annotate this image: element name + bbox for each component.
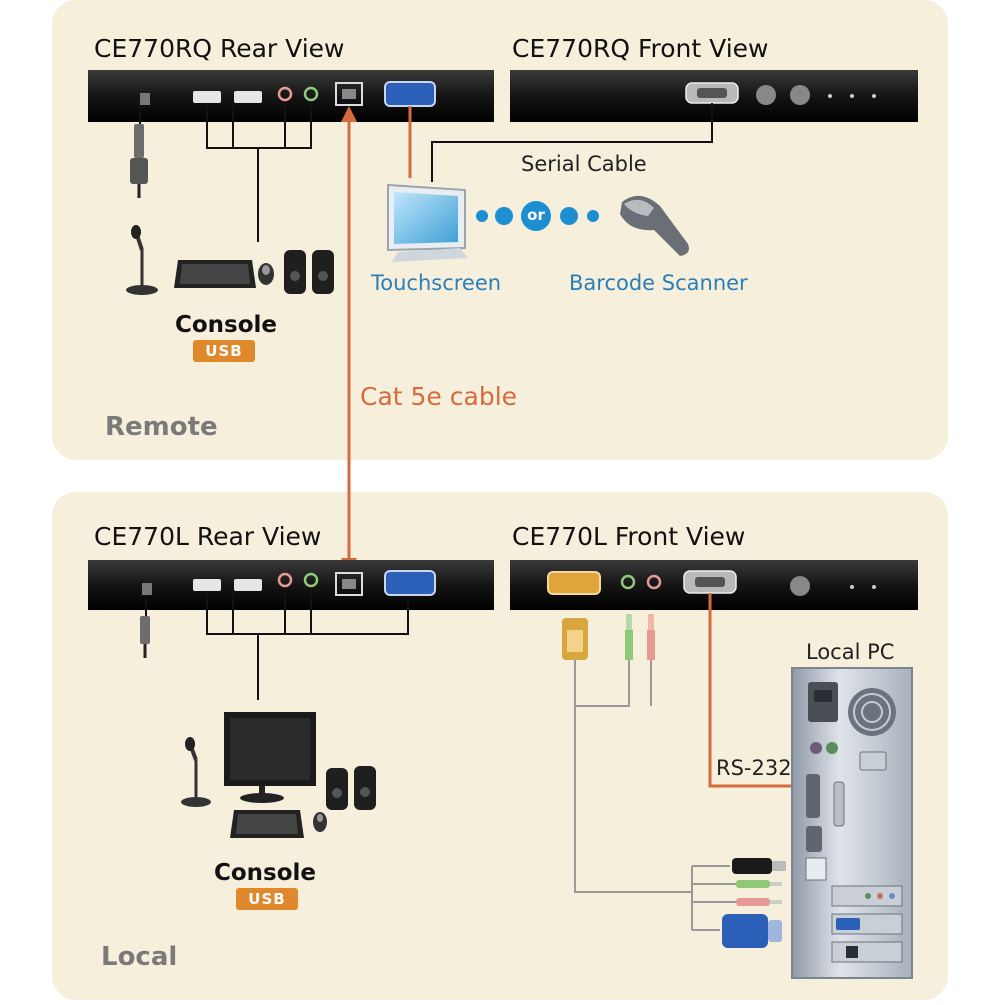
vga-connector-icon bbox=[562, 618, 588, 660]
serial-cable bbox=[431, 103, 713, 182]
local-console-cables bbox=[206, 592, 409, 700]
remote-console-label: Console bbox=[175, 312, 278, 338]
rj45-port-icon bbox=[335, 572, 363, 596]
usb-port-icon bbox=[193, 579, 221, 591]
audio-plug-icon bbox=[647, 614, 655, 660]
mouse-icon bbox=[258, 263, 274, 285]
local-power-cable bbox=[140, 595, 150, 658]
remote-front-device bbox=[510, 70, 918, 122]
remote-console-cables bbox=[206, 104, 312, 242]
keyboard-icon bbox=[174, 260, 256, 288]
audio-port-icon bbox=[277, 86, 293, 102]
local-usb-badge: USB bbox=[236, 888, 298, 910]
audio-plug-icon bbox=[625, 614, 633, 660]
remote-rear-device bbox=[88, 70, 494, 122]
speaker-icon bbox=[284, 250, 306, 294]
microphone-icon bbox=[126, 225, 158, 295]
keyboard-icon bbox=[230, 810, 304, 838]
local-console-label: Console bbox=[214, 860, 317, 886]
audio-plug-icon bbox=[736, 898, 782, 906]
audio-port-icon bbox=[277, 572, 293, 588]
audio-port-icon bbox=[620, 574, 636, 590]
usb-port-icon bbox=[193, 91, 221, 103]
or-connector bbox=[476, 201, 599, 231]
rs232-cable bbox=[708, 593, 810, 788]
usb-plug-icon bbox=[732, 858, 786, 874]
serial-port-icon bbox=[683, 570, 737, 594]
serial-cable-label: Serial Cable bbox=[521, 152, 647, 176]
local-front-view-title: CE770L Front View bbox=[512, 522, 746, 551]
local-rear-view-title: CE770L Rear View bbox=[94, 522, 322, 551]
remote-front-view-title: CE770RQ Front View bbox=[512, 34, 769, 63]
serial-port-icon bbox=[685, 82, 739, 104]
local-rear-device bbox=[88, 560, 494, 610]
power-jack-icon bbox=[142, 583, 152, 595]
usb-port-icon bbox=[234, 579, 262, 591]
vga-plug-icon bbox=[722, 914, 782, 948]
or-label: or bbox=[527, 206, 545, 224]
remote-power-cable bbox=[130, 105, 148, 198]
local-section-label: Local bbox=[101, 942, 178, 972]
local-front-device bbox=[510, 560, 918, 610]
touchscreen-label: Touchscreen bbox=[371, 271, 502, 295]
vga-port-icon bbox=[547, 571, 601, 595]
speaker-icon bbox=[312, 250, 334, 294]
audio-port-icon bbox=[646, 574, 662, 590]
vga-port-icon bbox=[384, 81, 436, 107]
rj45-port-icon bbox=[335, 82, 363, 106]
speaker-icon bbox=[354, 766, 376, 810]
cat5e-cable-label: Cat 5e cable bbox=[360, 382, 518, 411]
remote-usb-badge: USB bbox=[193, 340, 255, 362]
remote-rear-view-title: CE770RQ Rear View bbox=[94, 34, 345, 63]
audio-plug-icon bbox=[736, 880, 782, 888]
usb-port-icon bbox=[234, 91, 262, 103]
power-jack-icon bbox=[140, 93, 150, 105]
touchscreen-monitor-icon bbox=[387, 183, 468, 262]
local-pc-cables bbox=[574, 660, 736, 931]
pc-tower-icon bbox=[791, 667, 913, 979]
remote-section-label: Remote bbox=[105, 412, 218, 442]
mouse-icon bbox=[313, 812, 327, 832]
monitor-icon bbox=[224, 712, 316, 803]
local-panel bbox=[52, 492, 948, 1000]
speaker-icon bbox=[326, 768, 348, 810]
microphone-icon bbox=[181, 737, 211, 807]
audio-port-icon bbox=[303, 86, 319, 102]
barcode-scanner-label: Barcode Scanner bbox=[569, 271, 748, 295]
rs232-label: RS-232 bbox=[716, 756, 792, 780]
local-pc-label: Local PC bbox=[806, 640, 895, 664]
audio-port-icon bbox=[303, 572, 319, 588]
vga-port-icon bbox=[384, 570, 436, 596]
barcode-scanner-icon bbox=[620, 195, 689, 256]
